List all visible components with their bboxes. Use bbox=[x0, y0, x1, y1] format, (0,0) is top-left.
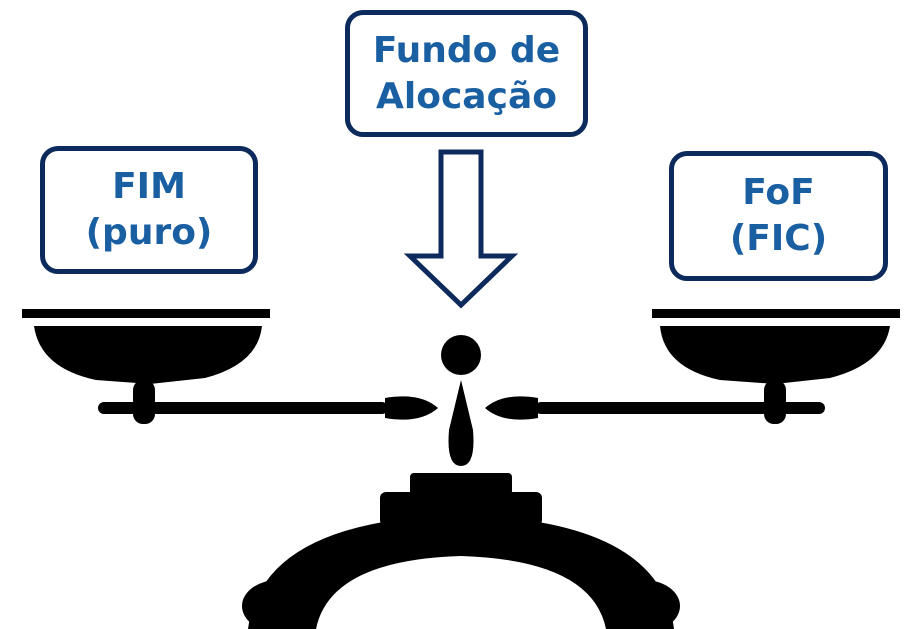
down-arrow-icon bbox=[403, 149, 519, 309]
allocation-fund-line2: Alocação bbox=[376, 75, 557, 117]
scale-base bbox=[242, 473, 680, 629]
fof-line1: FoF bbox=[742, 172, 815, 213]
fim-box: FIM (puro) bbox=[40, 146, 258, 274]
scale-pivot bbox=[441, 335, 481, 466]
fim-line1: FIM bbox=[112, 166, 186, 207]
fof-box: FoF (FIC) bbox=[669, 151, 888, 281]
fof-line2: (FIC) bbox=[729, 218, 828, 259]
allocation-fund-box: Fundo de Alocação bbox=[345, 10, 588, 137]
fim-line2: (puro) bbox=[85, 212, 213, 253]
scale-beam bbox=[98, 396, 825, 420]
allocation-fund-line1: Fundo de bbox=[372, 29, 561, 71]
